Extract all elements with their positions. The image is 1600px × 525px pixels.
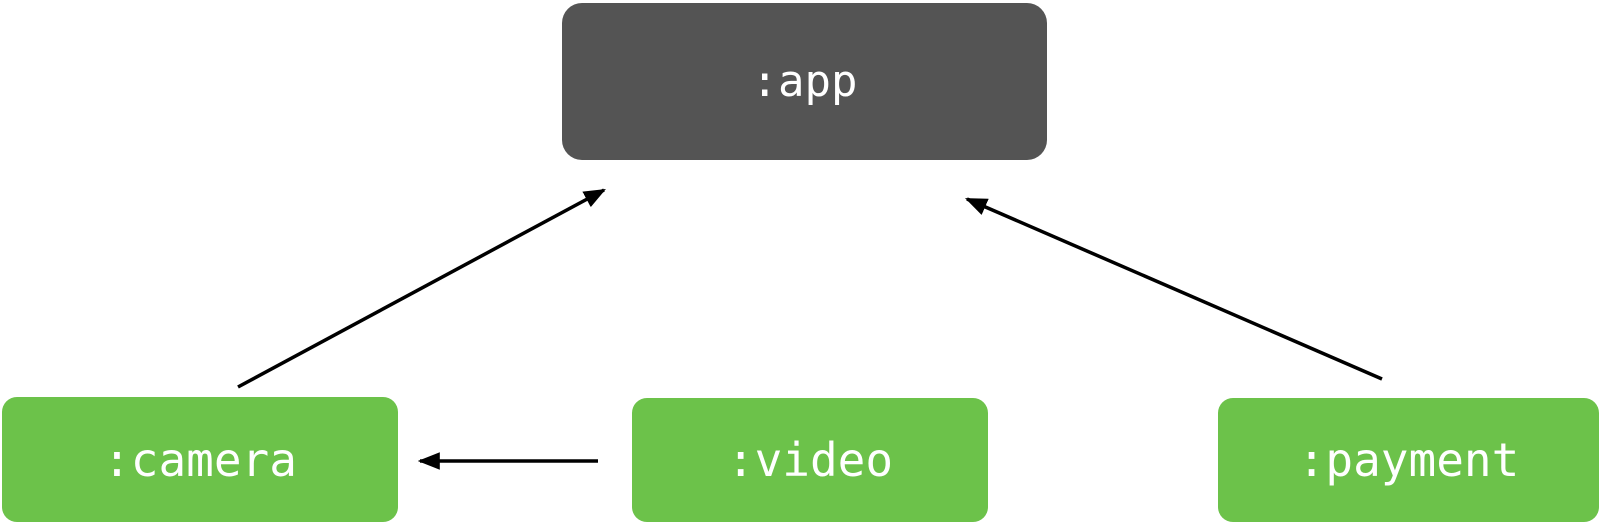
node-payment: :payment	[1218, 398, 1599, 522]
node-video-label: :video	[726, 433, 894, 487]
node-payment-label: :payment	[1297, 433, 1520, 487]
node-app: :app	[562, 3, 1047, 160]
edge-camera-to-app	[237, 188, 606, 389]
edge-payment-to-app	[964, 197, 1383, 381]
node-app-label: :app	[751, 55, 858, 107]
node-video: :video	[632, 398, 988, 522]
node-camera-label: :camera	[103, 432, 297, 487]
node-camera: :camera	[2, 397, 398, 522]
